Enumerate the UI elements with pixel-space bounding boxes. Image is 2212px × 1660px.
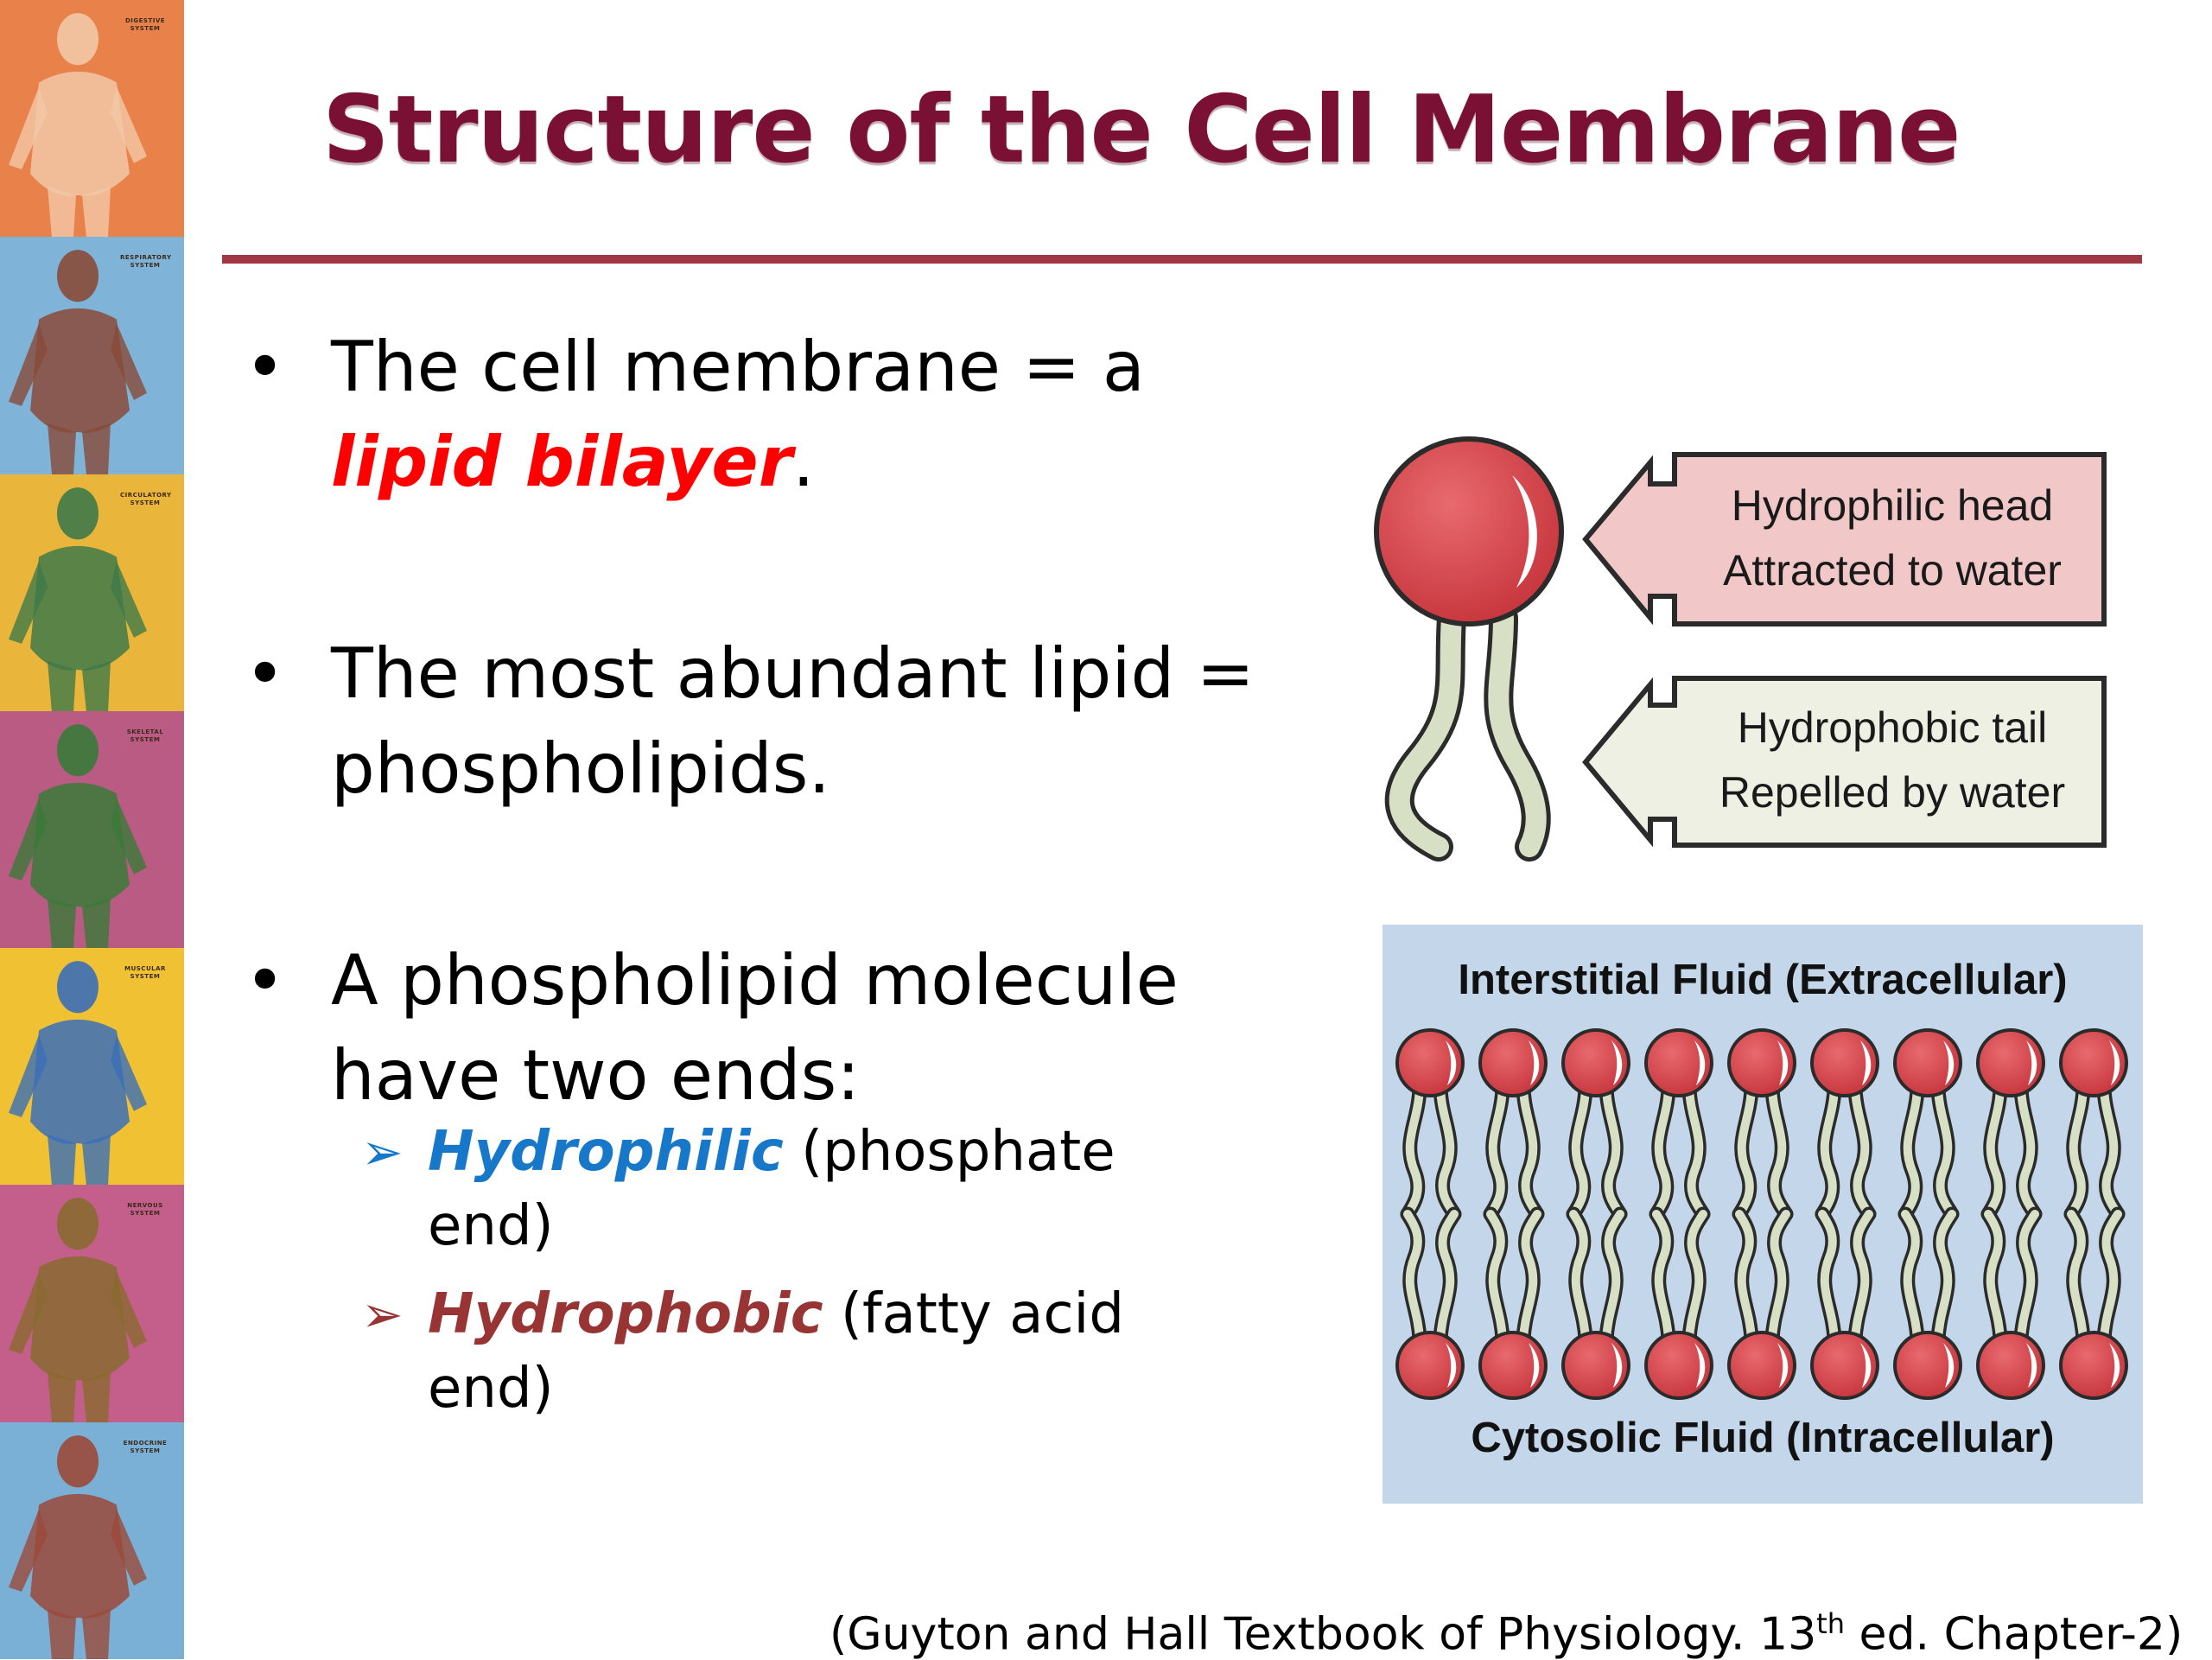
hydrophilic-head-callout: Hydrophilic head Attracted to water <box>1582 452 2107 626</box>
bullet-2-line-2: phospholipids. <box>331 728 830 809</box>
strip-panel-caption: RESPIRATORY SYSTEM <box>120 254 172 270</box>
citation-superscript: th <box>1816 1607 1845 1640</box>
strip-panel-respiratory-system: RESPIRATORY SYSTEM <box>0 237 184 475</box>
arrow-bullet-icon: ➢ <box>361 1285 404 1344</box>
bilayer-top-lipid <box>1976 1028 2045 1222</box>
citation-end: ed. Chapter-2) <box>1844 1608 2183 1660</box>
bilayer-top-lipid <box>1478 1028 1548 1222</box>
human-figure-icon <box>9 250 147 475</box>
bullet-3-line-1: A phospholipid molecule <box>331 940 1179 1021</box>
bilayer-top-lipid <box>1395 1028 1465 1222</box>
bilayer-bottom-lipid <box>2059 1206 2128 1400</box>
sub-bullet-2-rest: (fatty acid <box>823 1282 1124 1346</box>
bilayer-bottom-lipid <box>1976 1206 2045 1400</box>
lipid-bilayer-term: lipid bilayer <box>331 422 793 502</box>
bilayer-top-lipid <box>1561 1028 1630 1222</box>
head-box-line-2: Attracted to water <box>1723 546 2062 595</box>
tail-box-line-1: Hydrophobic tail <box>1738 703 2048 752</box>
bullet-2-line-1: The most abundant lipid = <box>331 633 1255 714</box>
hydrophobic-term: Hydrophobic <box>428 1282 823 1346</box>
head-box-line-1: Hydrophilic head <box>1732 481 2053 530</box>
hydrophobic-tail-callout: Hydrophobic tail Repelled by water <box>1582 676 2107 848</box>
bilayer-top-lipid <box>1893 1028 1962 1222</box>
strip-panel-caption: ENDOCRINE SYSTEM <box>123 1439 168 1454</box>
strip-panel-endocrine-system: ENDOCRINE SYSTEM <box>0 1421 184 1659</box>
bilayer-bottom-lipid <box>1810 1206 1879 1400</box>
bilayer-bottom-lipid <box>1893 1206 1962 1400</box>
side-strip: DIGESTIVE SYSTEM RESPIRATORY SYSTEM CIRCUL… <box>0 0 184 1659</box>
strip-panel-nervous-system: NERVOUS SYSTEM <box>0 1185 184 1423</box>
bilayer-bottom-lipid <box>1395 1206 1465 1400</box>
strip-panel-muscular-system: MUSCULAR SYSTEM <box>0 948 184 1186</box>
strip-panel-caption: CIRCULATORY SYSTEM <box>120 491 172 506</box>
bilayer-top-lipid <box>1644 1028 1713 1222</box>
bilayer-drawing <box>1395 1028 2128 1400</box>
phospholipid-diagram: Hydrophilic head Attracted to water Hydr… <box>1374 436 2107 862</box>
bullet-dot: • <box>245 327 286 407</box>
strip-panel-caption: NERVOUS SYSTEM <box>127 1202 163 1218</box>
human-figure-icon <box>9 13 147 239</box>
sub-bullet-2-line-1: Hydrophobic (fatty acid <box>428 1277 1124 1352</box>
sub-bullet-1-rest: (phosphate <box>783 1120 1116 1184</box>
strip-panel-caption: SKELETAL SYSTEM <box>126 728 164 743</box>
strip-panel-digestive-system: DIGESTIVE SYSTEM <box>0 0 184 239</box>
bilayer-top-lipid <box>1810 1028 1879 1222</box>
bullet-1-line-1: The cell membrane = a <box>331 327 1145 407</box>
sub-bullet-2-line-2: end) <box>428 1357 554 1421</box>
bullet-1-line-2: lipid bilayer. <box>331 415 815 510</box>
human-figure-icon <box>9 1434 147 1659</box>
tail-box-line-2: Repelled by water <box>1719 768 2065 817</box>
title-divider <box>222 255 2142 264</box>
phospholipid-tails <box>1384 603 1551 862</box>
bullet-3-line-2: have two ends: <box>331 1035 861 1116</box>
bullet-dot: • <box>245 940 286 1021</box>
strip-panel-skeletal-system: SKELETAL SYSTEM <box>0 710 184 950</box>
sub-bullet-1-line-2: end) <box>428 1194 554 1258</box>
bullet-1-period: . <box>792 422 815 502</box>
sub-bullet-1-line-1: Hydrophilic (phosphate <box>428 1115 1116 1189</box>
bilayer-bottom-lipid <box>1644 1206 1713 1400</box>
phospholipid-head <box>1374 436 1564 626</box>
bilayer-top-lipid <box>2059 1028 2128 1222</box>
citation: (Guyton and Hall Textbook of Physiology.… <box>830 1607 2183 1660</box>
bilayer-bottom-lipid <box>1561 1206 1630 1400</box>
human-figure-icon <box>9 1198 147 1423</box>
human-figure-icon <box>9 961 147 1186</box>
intracellular-label: Cytosolic Fluid (Intracellular) <box>1471 1415 2055 1461</box>
arrow-bullet-icon: ➢ <box>361 1123 404 1181</box>
bilayer-top-lipid <box>1727 1028 1796 1222</box>
lipid-bilayer-figure: Interstitial Fluid (Extracellular) Cytos… <box>1382 925 2143 1504</box>
citation-main: (Guyton and Hall Textbook of Physiology.… <box>830 1608 1817 1660</box>
strip-panel-caption: DIGESTIVE SYSTEM <box>124 17 166 32</box>
bilayer-bottom-lipid <box>1478 1206 1548 1400</box>
bullet-dot: • <box>245 633 286 714</box>
strip-panel-caption: MUSCULAR SYSTEM <box>124 965 166 981</box>
extracellular-label: Interstitial Fluid (Extracellular) <box>1458 957 2068 1003</box>
human-figure-icon <box>9 487 147 712</box>
slide-title: Structure of the Cell Membrane <box>322 76 1961 184</box>
human-figure-icon <box>9 723 147 950</box>
strip-panel-circulatory-system: CIRCULATORY SYSTEM <box>0 474 184 712</box>
bilayer-bottom-lipid <box>1727 1206 1796 1400</box>
hydrophilic-term: Hydrophilic <box>428 1120 784 1184</box>
head-highlight <box>1512 475 1537 588</box>
